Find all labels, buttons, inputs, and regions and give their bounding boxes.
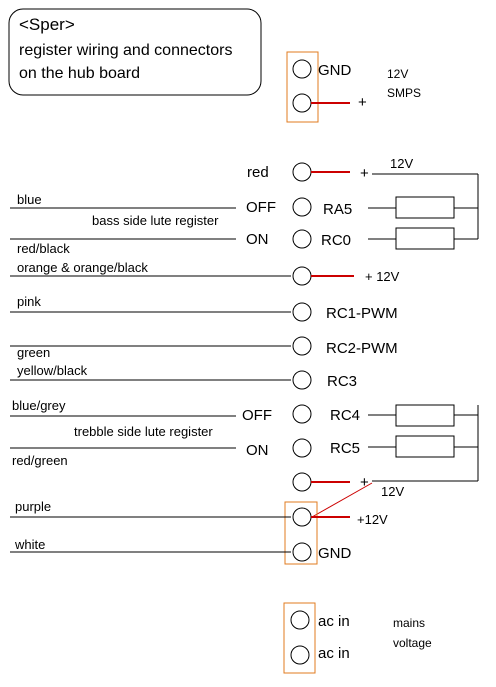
mains-pin-2 (290, 645, 310, 665)
power-connector-body (286, 51, 319, 123)
output-pin-gnd-label: GND (318, 545, 352, 562)
treble-pin-rc4 (292, 404, 312, 424)
mains-connector-body (283, 602, 316, 674)
bass-pin-rc0 (292, 229, 312, 249)
bass-on-label: ON (246, 231, 269, 248)
power-supply-label-1: 12V (387, 67, 408, 81)
pin-rc3-label: RC3 (327, 373, 357, 390)
treble-12v-diagonal (311, 482, 373, 518)
title-line-1: <Sper> (19, 15, 75, 34)
treble-pin-rc4-label: RC4 (330, 407, 360, 424)
pin-rc2-label: RC2-PWM (326, 340, 398, 357)
bass-wire-red-black-label: red/black (17, 241, 70, 256)
output-pin-12v (292, 507, 312, 527)
bass-resistor-1 (395, 196, 455, 219)
pin-rc1 (292, 302, 312, 322)
pin-rc2 (292, 336, 312, 356)
power-pin-gnd-label: GND (318, 62, 352, 79)
title-box (8, 8, 262, 96)
treble-wire-red-green-label: red/green (12, 453, 68, 468)
treble-pin-rc5-label: RC5 (330, 440, 360, 457)
bass-wire-blue-label: blue (17, 192, 42, 207)
pin-rc3 (292, 370, 312, 390)
orange-12v-label: + 12V (365, 269, 400, 284)
bass-pin-12v (292, 162, 312, 182)
power-supply-label-2: SMPS (387, 86, 421, 100)
bass-pin-ra5-label: RA5 (323, 201, 352, 218)
mains-label-1: mains (393, 616, 425, 630)
treble-wire-blue-grey-label: blue/grey (12, 398, 66, 413)
bass-off-label: OFF (246, 199, 276, 216)
bass-12v-label: 12V (390, 156, 413, 171)
treble-resistor-2 (395, 435, 455, 458)
pin-orange-12v (292, 266, 312, 286)
wire-white-label: white (14, 537, 45, 552)
power-pin-plus (292, 93, 312, 113)
treble-pin-rc5 (292, 438, 312, 458)
wire-purple-label: purple (15, 499, 51, 514)
treble-resistor-1 (395, 404, 455, 427)
bass-plus-label: + (360, 165, 369, 182)
treble-off-label: OFF (242, 407, 272, 424)
mains-label-2: voltage (393, 636, 432, 650)
output-pin-gnd (292, 542, 312, 562)
power-plus-label: + (358, 94, 367, 111)
mains-pin-1 (290, 610, 310, 630)
wire-pink-label: pink (17, 294, 41, 309)
treble-pin-12v (292, 472, 312, 492)
pin-rc1-label: RC1-PWM (326, 305, 398, 322)
wire-orange-label: orange & orange/black (17, 260, 148, 275)
bass-resistor-2 (395, 227, 455, 250)
title-line-2: register wiring and connectors (19, 42, 232, 59)
power-pin-gnd (292, 59, 312, 79)
bass-red-label: red (247, 164, 269, 181)
bass-pin-ra5 (292, 197, 312, 217)
title-line-3: on the hub board (19, 65, 140, 82)
bass-register-name: bass side lute register (92, 213, 219, 228)
treble-plus-label: + (360, 474, 369, 491)
output-12v-label: +12V (357, 512, 388, 527)
treble-register-name: trebble side lute register (74, 424, 213, 439)
output-connector-body (284, 501, 318, 565)
mains-pin-1-label: ac in (318, 613, 350, 630)
treble-12v-label: 12V (381, 484, 404, 499)
bass-pin-rc0-label: RC0 (321, 232, 351, 249)
mains-pin-2-label: ac in (318, 645, 350, 662)
wire-green-label: green (17, 345, 50, 360)
wire-yellow-black-label: yellow/black (17, 363, 88, 378)
treble-on-label: ON (246, 442, 269, 459)
